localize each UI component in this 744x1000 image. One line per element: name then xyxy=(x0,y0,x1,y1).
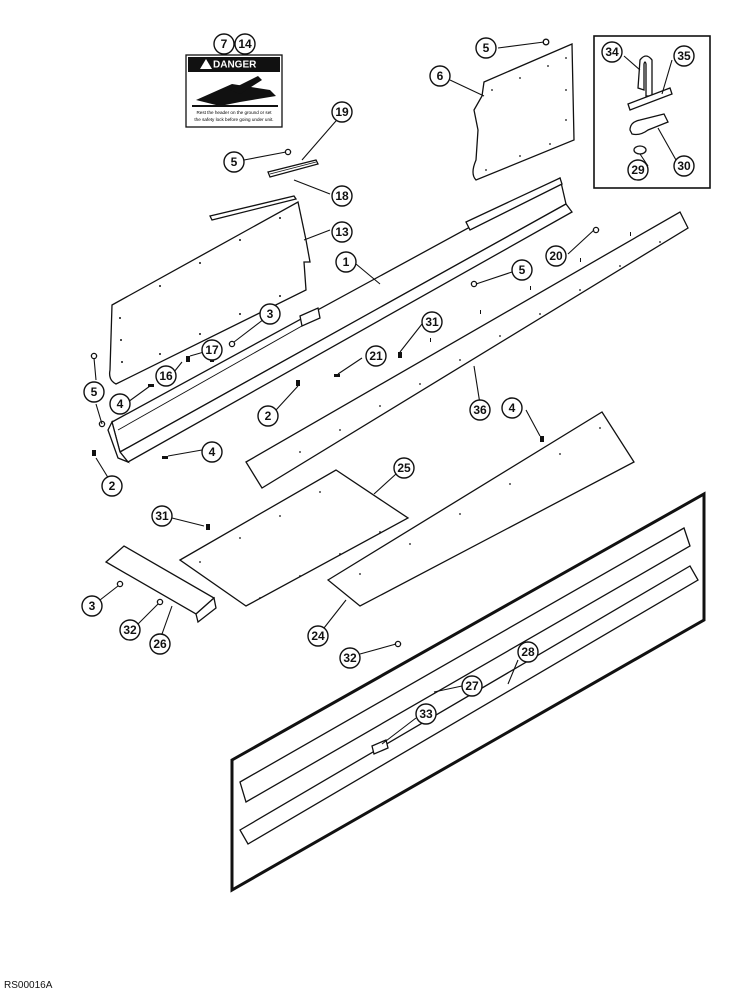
danger-text-line2: the safety lock before going under unit. xyxy=(194,117,273,122)
svg-text:5: 5 xyxy=(91,385,98,399)
callout-26: 26 xyxy=(149,633,171,655)
svg-text:25: 25 xyxy=(397,461,411,475)
side-panel-13 xyxy=(108,201,311,385)
callout-13: 13 xyxy=(331,221,353,243)
callout-2-lower: 2 xyxy=(101,475,123,497)
callout-3-upper: 3 xyxy=(259,303,281,325)
callout-7: 7 xyxy=(213,33,235,55)
callout-14: 14 xyxy=(234,33,256,55)
callout-21: 21 xyxy=(365,345,387,367)
svg-text:30: 30 xyxy=(677,159,691,173)
callout-19: 19 xyxy=(331,101,353,123)
svg-text:4: 4 xyxy=(509,401,516,415)
svg-text:29: 29 xyxy=(631,163,645,177)
callout-3-lower: 3 xyxy=(81,595,103,617)
svg-text:36: 36 xyxy=(473,403,487,417)
svg-text:7: 7 xyxy=(221,37,228,51)
svg-text:32: 32 xyxy=(123,623,137,637)
panel-24 xyxy=(326,411,635,607)
svg-text:20: 20 xyxy=(549,249,563,263)
callout-32: 34 xyxy=(601,41,623,63)
callout-30-left: 32 xyxy=(119,619,141,641)
danger-heading: DANGER xyxy=(213,60,257,71)
svg-text:26: 26 xyxy=(153,637,167,651)
svg-text:3: 3 xyxy=(89,599,96,613)
svg-text:5: 5 xyxy=(231,155,238,169)
figure-id: RS00016A xyxy=(4,980,53,991)
callout-5-mid: 5 xyxy=(511,259,533,281)
callout-29-upper: 31 xyxy=(421,311,443,333)
svg-text:18: 18 xyxy=(335,189,349,203)
panel-25 xyxy=(178,469,410,607)
callout-4-right: 4 xyxy=(501,397,523,419)
svg-text:2: 2 xyxy=(109,479,116,493)
callout-18: 18 xyxy=(331,185,353,207)
svg-text:4: 4 xyxy=(209,445,216,459)
strip-18 xyxy=(209,195,298,221)
callout-20: 20 xyxy=(545,245,567,267)
svg-text:3: 3 xyxy=(267,307,274,321)
svg-text:5: 5 xyxy=(519,263,526,277)
svg-text:6: 6 xyxy=(437,69,444,83)
callout-4-lower: 4 xyxy=(201,441,223,463)
svg-text:33: 33 xyxy=(419,707,433,721)
svg-text:31: 31 xyxy=(155,509,169,523)
svg-text:5: 5 xyxy=(483,41,490,55)
bracket-26 xyxy=(104,545,217,624)
svg-text:16: 16 xyxy=(159,369,173,383)
callout-35: 29 xyxy=(627,159,649,181)
svg-text:17: 17 xyxy=(205,343,219,357)
callout-16: 16 xyxy=(155,365,177,387)
svg-text:1: 1 xyxy=(343,255,350,269)
warning-icon xyxy=(200,59,212,69)
callout-5-strip: 5 xyxy=(223,151,245,173)
perforated-strip-36 xyxy=(245,211,689,489)
end-panel-6 xyxy=(472,43,575,181)
main-channel-1 xyxy=(107,177,573,464)
danger-text-line1: Rest the header on the ground or set xyxy=(196,110,272,115)
svg-text:14: 14 xyxy=(238,37,252,51)
svg-text:27: 27 xyxy=(465,679,479,693)
danger-decal: DANGER Rest the header on the ground or … xyxy=(185,54,283,128)
callout-27: 27 xyxy=(461,675,483,697)
callout-31: 33 xyxy=(415,703,437,725)
callout-36: 36 xyxy=(469,399,491,421)
svg-text:2: 2 xyxy=(265,409,272,423)
svg-text:21: 21 xyxy=(369,349,383,363)
crush-hazard-pictogram xyxy=(192,76,278,107)
svg-text:31: 31 xyxy=(425,315,439,329)
callout-28: 28 xyxy=(517,641,539,663)
svg-text:13: 13 xyxy=(335,225,349,239)
callout-5-left: 5 xyxy=(83,381,105,403)
callout-25: 25 xyxy=(393,457,415,479)
callout-17: 17 xyxy=(201,339,223,361)
callout-30-right: 32 xyxy=(339,647,361,669)
strip-19 xyxy=(267,159,319,178)
svg-text:28: 28 xyxy=(521,645,535,659)
svg-text:32: 32 xyxy=(343,651,357,665)
callout-6: 6 xyxy=(429,65,451,87)
callout-24: 24 xyxy=(307,625,329,647)
callout-5-top: 5 xyxy=(475,37,497,59)
callout-29-lower: 31 xyxy=(151,505,173,527)
callout-34: 30 xyxy=(673,155,695,177)
svg-text:4: 4 xyxy=(117,397,124,411)
svg-text:34: 34 xyxy=(605,45,619,59)
callout-2-mid: 2 xyxy=(257,405,279,427)
svg-text:24: 24 xyxy=(311,629,325,643)
svg-text:19: 19 xyxy=(335,105,349,119)
callout-4-left: 4 xyxy=(109,393,131,415)
svg-text:35: 35 xyxy=(677,49,691,63)
callout-1: 1 xyxy=(335,251,357,273)
callout-33: 35 xyxy=(673,45,695,67)
